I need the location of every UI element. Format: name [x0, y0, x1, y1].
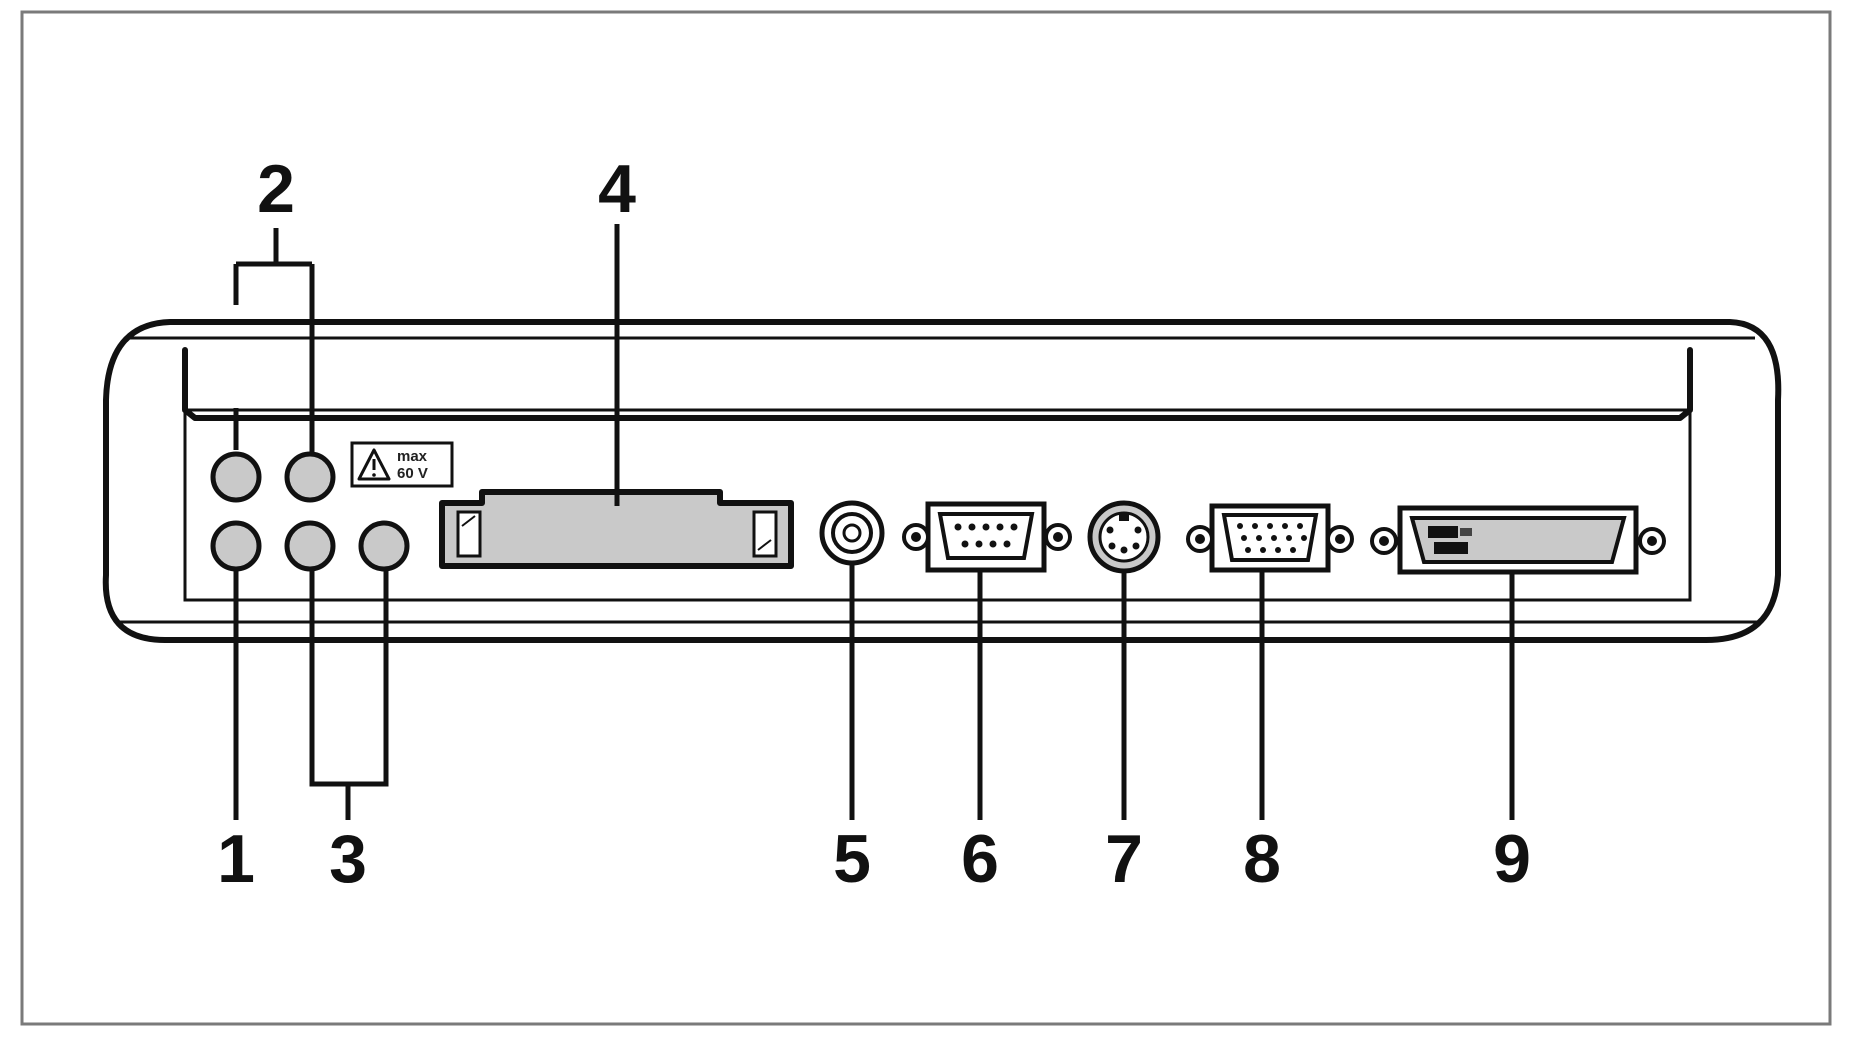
callout-8: 8	[1243, 821, 1281, 897]
serial-port	[902, 501, 1072, 573]
callout-9: 9	[1493, 821, 1531, 897]
jack-group-3	[284, 520, 410, 572]
figure-frame	[20, 10, 1832, 1026]
power-jack	[819, 500, 885, 566]
card-slot	[439, 489, 794, 569]
jack-group-2	[210, 451, 336, 503]
parallel-port	[1370, 505, 1666, 575]
vga-port	[1186, 503, 1354, 573]
callout-numbers: 2 4 1 3 5 6 7 8 9	[217, 151, 1531, 897]
callout-4: 4	[598, 151, 636, 227]
callout-1: 1	[217, 821, 255, 897]
callout-6: 6	[961, 821, 999, 897]
callout-7: 7	[1105, 821, 1143, 897]
callout-3: 3	[329, 821, 367, 897]
warning-line2: 60 V	[397, 465, 428, 482]
voltage-warning-label: max 60 V	[350, 441, 454, 488]
mini-din-port	[1087, 500, 1161, 574]
callout-5: 5	[833, 821, 871, 897]
warning-line1: max	[397, 448, 428, 465]
leader-lines	[233, 224, 1515, 820]
jack-1	[210, 520, 262, 572]
device-housing	[102, 319, 1782, 643]
callout-2: 2	[257, 151, 295, 227]
warning-triangle-icon	[357, 448, 391, 481]
